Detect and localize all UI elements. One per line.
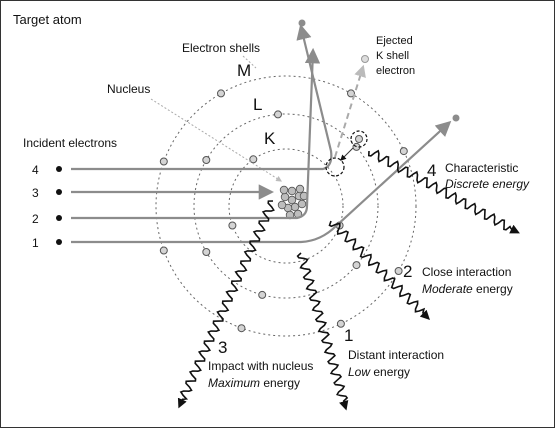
nucleon bbox=[279, 185, 289, 195]
orbital-electron bbox=[336, 319, 345, 328]
orbital-electron bbox=[274, 110, 282, 119]
orbital-electron bbox=[399, 147, 408, 156]
svg-text:1: 1 bbox=[344, 326, 353, 345]
svg-text:3: 3 bbox=[218, 338, 227, 357]
nucleus-leader bbox=[150, 98, 283, 182]
svg-text:Distant interaction: Distant interaction bbox=[348, 348, 444, 362]
incident-number-3: 3 bbox=[32, 186, 39, 200]
orbital-electron bbox=[394, 267, 403, 275]
track-2 bbox=[71, 47, 321, 220]
shell-m bbox=[155, 75, 417, 337]
nucleon bbox=[287, 186, 297, 196]
nucleon bbox=[280, 192, 290, 202]
orbital-electron bbox=[347, 89, 355, 98]
orbital-electron bbox=[237, 324, 246, 333]
incident-electrons-label: Incident electrons bbox=[23, 136, 117, 150]
orbital-electron bbox=[228, 221, 237, 230]
svg-text:4: 4 bbox=[427, 161, 436, 180]
interaction-3-label: 3 Impact with nucleus Maximum energy bbox=[208, 338, 313, 390]
electron-shells-label: Electron shells bbox=[182, 41, 260, 55]
nucleus-label: Nucleus bbox=[107, 82, 150, 96]
photon-close bbox=[328, 220, 430, 320]
nucleon bbox=[297, 199, 307, 209]
incident-number-1: 1 bbox=[32, 236, 39, 250]
photon-nucleus bbox=[177, 200, 275, 409]
svg-text:Characteristic: Characteristic bbox=[445, 161, 518, 175]
ejected-label-3: electron bbox=[376, 65, 415, 77]
svg-text:Close interaction: Close interaction bbox=[422, 265, 511, 279]
electron-tracks bbox=[71, 19, 460, 244]
svg-text:Maximum energy: Maximum energy bbox=[208, 376, 300, 390]
shell-m-label: M bbox=[237, 61, 251, 80]
interaction-2-label: 2 Close interaction Moderate energy bbox=[403, 262, 513, 296]
shell-k bbox=[228, 148, 344, 264]
orbital-electrons bbox=[159, 89, 408, 333]
incident-number-4: 4 bbox=[32, 163, 39, 177]
nucleon bbox=[287, 195, 297, 205]
orbital-electron bbox=[159, 157, 168, 166]
orbital-electron bbox=[202, 156, 211, 164]
vacancy-ring bbox=[325, 157, 345, 177]
orbital-electron bbox=[159, 246, 168, 255]
svg-text:Low energy: Low energy bbox=[348, 365, 410, 379]
shell-k-label: K bbox=[264, 129, 276, 148]
title: Target atom bbox=[13, 12, 82, 27]
orbital-electron bbox=[202, 248, 211, 256]
interaction-1-label: 1 Distant interaction Low energy bbox=[344, 326, 444, 379]
nucleon bbox=[295, 184, 305, 194]
interaction-4-label: 4 Characteristic Discrete energy bbox=[427, 161, 530, 191]
electron-shells bbox=[155, 75, 417, 337]
shells-leader bbox=[242, 55, 257, 69]
ejected-label-2: K shell bbox=[376, 50, 409, 62]
orbital-electron bbox=[258, 290, 267, 299]
ejected-label-1: Ejected bbox=[376, 35, 413, 47]
shell-l bbox=[193, 113, 379, 299]
nucleon bbox=[290, 202, 300, 212]
svg-text:Impact with nucleus: Impact with nucleus bbox=[208, 359, 313, 373]
photon-distant bbox=[296, 252, 349, 411]
incident-electron-markers: 4 3 2 1 bbox=[32, 163, 62, 250]
track-1 bbox=[71, 120, 452, 244]
shell-l-label: L bbox=[253, 95, 262, 114]
nucleon bbox=[277, 200, 287, 210]
orbital-electron bbox=[217, 89, 225, 98]
svg-text:Moderate energy: Moderate energy bbox=[422, 282, 513, 296]
orbital-electron bbox=[249, 155, 258, 164]
track-4 bbox=[71, 24, 333, 171]
photons bbox=[177, 149, 520, 411]
svg-text:2: 2 bbox=[403, 262, 412, 281]
orbital-electron bbox=[352, 261, 361, 270]
photon-characteristic bbox=[367, 149, 520, 234]
ejected-electron bbox=[325, 55, 369, 177]
incident-number-2: 2 bbox=[32, 212, 39, 226]
svg-text:Discrete energy: Discrete energy bbox=[445, 177, 530, 191]
outer-electron-ring bbox=[350, 130, 368, 148]
